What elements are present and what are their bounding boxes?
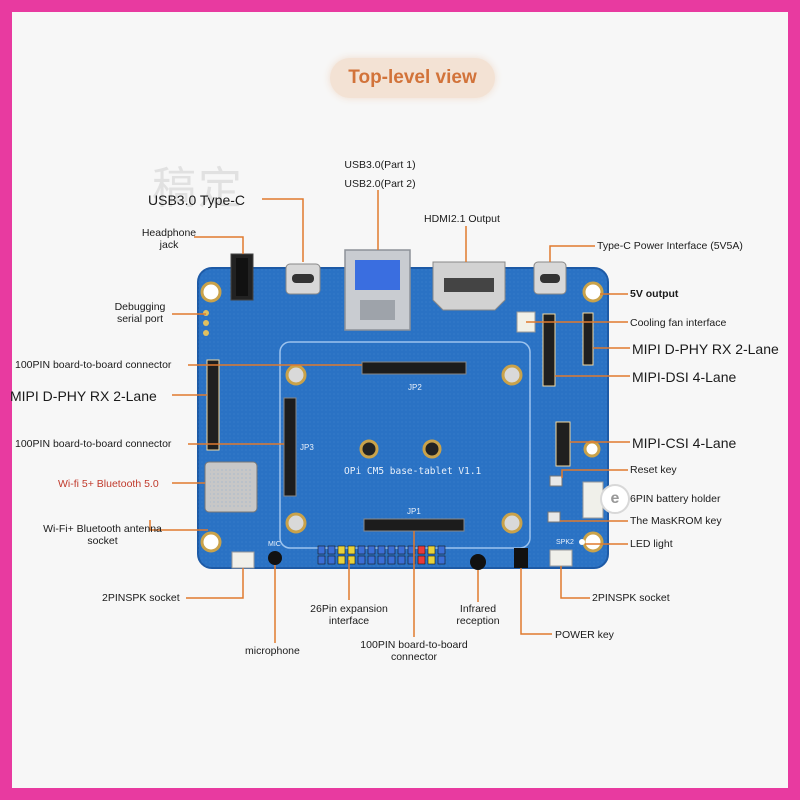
header-pin xyxy=(327,555,336,565)
leader-headphone xyxy=(194,236,244,254)
label-b2b-mid: 100PIN board-to-board connector xyxy=(15,438,172,450)
label-spk-left: 2PINSPK socket xyxy=(102,592,180,604)
header-pin xyxy=(387,545,396,555)
header-pin xyxy=(367,555,376,565)
silk-main: OPi CM5 base-tablet V1.1 xyxy=(344,466,482,477)
label-expansion: 26Pin expansion interface xyxy=(310,603,388,627)
mipi-rx-connector-left xyxy=(206,359,220,451)
microphone xyxy=(268,551,282,565)
label-debug-serial: Debugging serial port xyxy=(114,301,166,325)
leader-antenna xyxy=(149,520,208,531)
header-pin xyxy=(427,555,436,565)
header-pin xyxy=(357,555,366,565)
header-pin xyxy=(407,555,416,565)
label-spk-right: 2PINSPK socket xyxy=(592,592,670,604)
label-infrared: Infrared reception xyxy=(456,603,500,627)
mipi-rx-connector-right xyxy=(582,312,594,366)
pin-header-26pin xyxy=(317,545,446,565)
label-power-key: POWER key xyxy=(555,629,614,641)
header-pin xyxy=(397,545,406,555)
label-battery-holder: 6PIN battery holder xyxy=(630,493,721,505)
label-led-light: LED light xyxy=(630,538,673,550)
header-pin xyxy=(387,555,396,565)
header-pin xyxy=(417,555,426,565)
label-usb20-part2: USB2.0(Part 2) xyxy=(344,178,416,190)
label-microphone: microphone xyxy=(245,645,300,657)
label-headphone: Headphone jack xyxy=(141,227,197,251)
header-pin xyxy=(317,555,326,565)
silk-jp3: JP3 xyxy=(300,443,314,452)
reset-button xyxy=(549,475,563,487)
header-pin xyxy=(347,555,356,565)
header-pin xyxy=(407,545,416,555)
silk-mic: MIC xyxy=(268,541,281,548)
b2b-connector-top xyxy=(361,361,467,375)
header-pin xyxy=(397,555,406,565)
header-pin xyxy=(347,545,356,555)
leader-spk-left xyxy=(186,568,244,599)
label-b2b-top: 100PIN board-to-board connector xyxy=(15,359,172,371)
label-b2b-bottom: 100PIN board-to-board connector xyxy=(360,639,468,663)
e-logo-badge: e xyxy=(600,484,630,514)
mounting-holes xyxy=(200,281,604,553)
header-pin xyxy=(337,555,346,565)
header-pin xyxy=(357,545,366,555)
diagram-title: Top-level view xyxy=(348,67,477,88)
label-wifi-antenna: Wi-Fi+ Bluetooth antenna socket xyxy=(43,523,162,547)
label-mipi-rx-right: MIPI D-PHY RX 2-Lane xyxy=(632,341,779,357)
header-pin xyxy=(377,545,386,555)
maskrom-button xyxy=(547,511,561,523)
leader-reset xyxy=(561,469,628,478)
label-maskrom-key: The MasKROM key xyxy=(630,515,722,527)
title-pill xyxy=(330,58,495,98)
label-usb3-typec: USB3.0 Type-C xyxy=(148,192,246,208)
b2b-connector-side xyxy=(283,397,297,497)
watermark: 稿定 xyxy=(152,163,244,214)
header-pin xyxy=(437,545,446,555)
header-pin xyxy=(337,545,346,555)
header-pin xyxy=(417,545,426,555)
leader-typec-power xyxy=(549,245,595,262)
leader-usb3-typec xyxy=(262,198,304,262)
header-pin xyxy=(327,545,336,555)
power-button xyxy=(514,548,528,568)
header-pin xyxy=(367,545,376,555)
silk-jp2: JP2 xyxy=(408,383,422,392)
ir-receiver xyxy=(470,554,486,570)
header-pin xyxy=(427,545,436,555)
label-cooling-fan: Cooling fan interface xyxy=(630,317,727,329)
header-pin xyxy=(317,545,326,555)
silk-spk2: SPK2 xyxy=(556,539,574,546)
label-mipi-csi: MIPI-CSI 4-Lane xyxy=(632,435,737,451)
silk-jp1: JP1 xyxy=(407,507,421,516)
mipi-dsi-connector xyxy=(542,313,556,387)
header-pin xyxy=(377,555,386,565)
header-pin xyxy=(437,555,446,565)
led xyxy=(579,539,585,545)
mipi-csi-connector xyxy=(555,421,571,467)
label-reset-key: Reset key xyxy=(630,464,677,476)
label-wifi-bt: Wi-fi 5+ Bluetooth 5.0 xyxy=(58,478,159,490)
debug-header xyxy=(203,310,209,336)
label-mipi-rx-left: MIPI D-PHY RX 2-Lane xyxy=(10,388,157,404)
label-5v-output: 5V output xyxy=(630,288,679,300)
label-typec-power: Type-C Power Interface (5V5A) xyxy=(597,240,743,252)
label-usb30-part1: USB3.0(Part 1) xyxy=(344,159,416,171)
label-hdmi: HDMI2.1 Output xyxy=(424,213,500,225)
leader-power-key xyxy=(520,568,552,635)
label-mipi-dsi: MIPI-DSI 4-Lane xyxy=(632,369,737,385)
leader-spk-right xyxy=(560,566,590,599)
pcb-texture xyxy=(198,268,608,568)
